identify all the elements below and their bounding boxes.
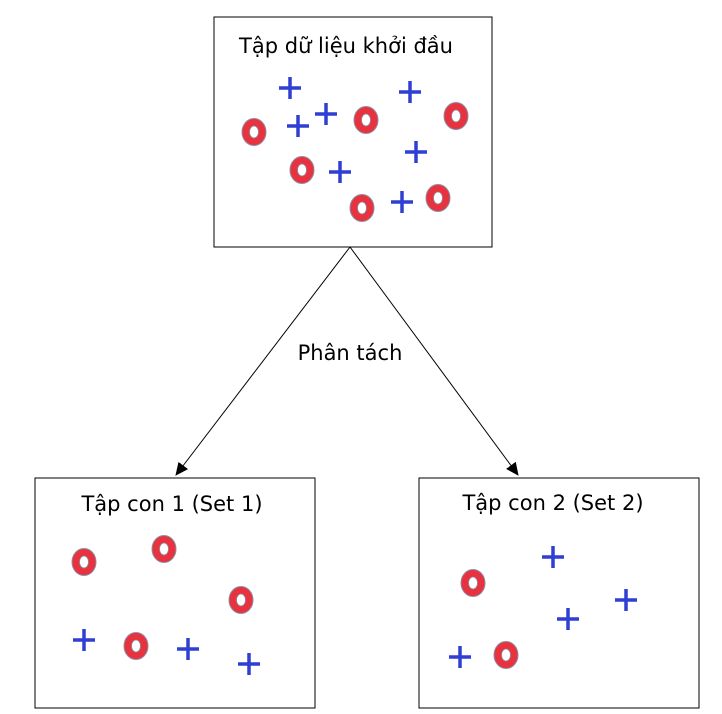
plus-marker bbox=[405, 141, 427, 163]
plus-marker bbox=[557, 608, 579, 630]
root-points bbox=[241, 77, 469, 222]
circle-marker bbox=[493, 641, 519, 669]
set1-node: Tập con 1 (Set 1) bbox=[34, 477, 316, 709]
circle-marker bbox=[353, 106, 379, 134]
plus-marker bbox=[391, 191, 413, 213]
split-label: Phân tách bbox=[298, 341, 403, 365]
set2-points bbox=[449, 546, 637, 669]
plus-marker bbox=[449, 646, 471, 668]
circle-marker bbox=[123, 632, 149, 660]
set2-title: Tập con 2 (Set 2) bbox=[461, 491, 643, 515]
circle-marker bbox=[460, 569, 486, 597]
root-title: Tập dữ liệu khởi đầu bbox=[238, 34, 453, 58]
circle-marker bbox=[71, 548, 97, 576]
plus-marker bbox=[287, 115, 309, 137]
circle-marker bbox=[151, 535, 177, 563]
plus-marker bbox=[542, 546, 564, 568]
edge-to-set1 bbox=[175, 246, 351, 476]
set1-box bbox=[34, 477, 316, 709]
split-edges: Phân tách bbox=[175, 246, 519, 476]
circle-marker bbox=[241, 118, 267, 146]
circle-marker bbox=[425, 184, 451, 212]
plus-marker bbox=[238, 653, 260, 675]
plus-marker bbox=[279, 77, 301, 99]
plus-marker bbox=[73, 629, 95, 651]
plus-marker bbox=[399, 81, 421, 103]
edge-to-set2 bbox=[349, 246, 519, 476]
plus-marker bbox=[177, 638, 199, 660]
plus-marker bbox=[329, 161, 351, 183]
set1-title: Tập con 1 (Set 1) bbox=[80, 492, 262, 516]
circle-marker bbox=[443, 102, 469, 130]
circle-marker bbox=[349, 194, 375, 222]
set2-node: Tập con 2 (Set 2) bbox=[418, 477, 700, 709]
circle-marker bbox=[289, 156, 315, 184]
plus-marker bbox=[315, 103, 337, 125]
plus-marker bbox=[615, 589, 637, 611]
root-node: Tập dữ liệu khởi đầu bbox=[213, 16, 493, 248]
set1-points bbox=[71, 535, 260, 675]
circle-marker bbox=[228, 586, 254, 614]
